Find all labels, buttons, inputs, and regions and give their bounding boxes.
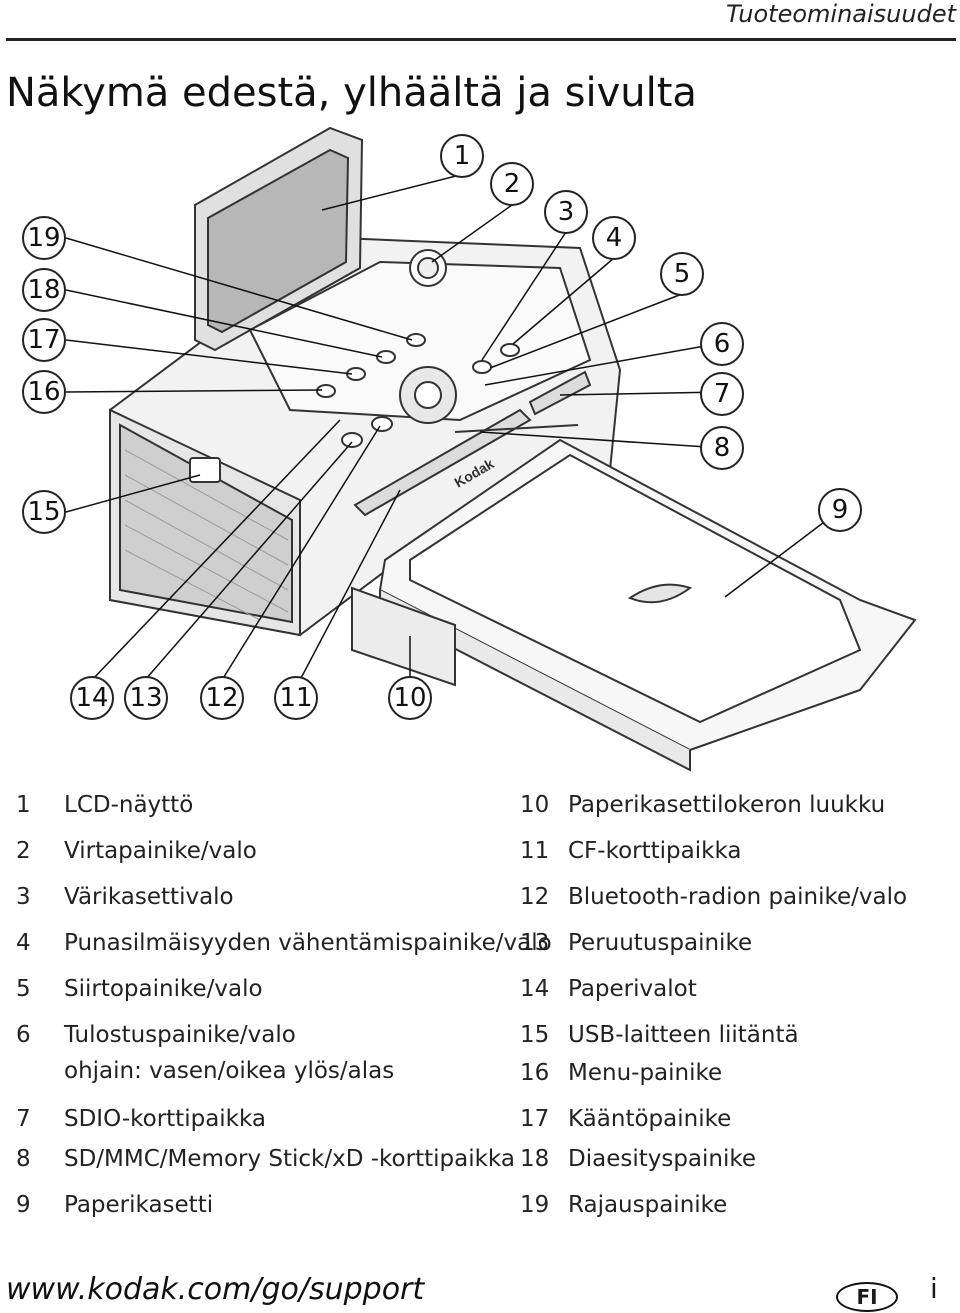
callout-17: 17	[22, 318, 66, 362]
callout-13: 13	[124, 676, 168, 720]
support-url[interactable]: www.kodak.com/go/support	[6, 1272, 425, 1307]
page-title: Näkymä edestä, ylhäältä ja sivulta	[6, 70, 697, 116]
legend-text: CF-korttipaikka	[568, 838, 742, 864]
printer-illustration: Kodak	[65, 126, 917, 772]
legend-text: Bluetooth-radion painike/valo	[568, 884, 908, 910]
legend-number: 13	[520, 930, 550, 956]
legend-number: 9	[16, 1192, 31, 1218]
legend-number: 16	[520, 1060, 550, 1086]
legend-text: Paperikasettilokeron luukku	[568, 792, 886, 818]
legend-text: Paperikasetti	[64, 1192, 214, 1218]
legend-number: 3	[16, 884, 31, 910]
legend-subtext: ohjain: vasen/oikea ylös/alas	[64, 1058, 395, 1084]
legend-text: USB-laitteen liitäntä	[568, 1022, 799, 1048]
legend-number: 5	[16, 976, 31, 1002]
page-number: i	[930, 1272, 938, 1305]
callout-18: 18	[22, 268, 66, 312]
usb-port	[189, 457, 221, 483]
legend-text: Punasilmäisyyden vähentämispainike/valo	[64, 930, 552, 956]
legend-text: Diaesityspainike	[568, 1146, 757, 1172]
callout-19: 19	[22, 216, 66, 260]
lcd-screen	[207, 148, 350, 334]
callout-8: 8	[700, 426, 744, 470]
callout-11: 11	[274, 676, 318, 720]
legend-text: LCD-näyttö	[64, 792, 194, 818]
cf-slot	[353, 408, 532, 517]
legend-text: SDIO-korttipaikka	[64, 1106, 267, 1132]
legend-text: Tulostuspainike/valo	[64, 1022, 296, 1048]
legend-text: Peruutuspainike	[568, 930, 753, 956]
legend-number: 2	[16, 838, 31, 864]
legend-number: 17	[520, 1106, 550, 1132]
legend-text: Paperivalot	[568, 976, 697, 1002]
callout-2: 2	[490, 162, 534, 206]
callout-16: 16	[22, 370, 66, 414]
callout-15: 15	[22, 490, 66, 534]
callout-14: 14	[70, 676, 114, 720]
callout-9: 9	[818, 488, 862, 532]
callout-12: 12	[200, 676, 244, 720]
legend-number: 8	[16, 1146, 31, 1172]
leader-lines	[65, 174, 841, 681]
legend-number: 6	[16, 1022, 31, 1048]
callout-1: 1	[440, 134, 484, 178]
callout-3: 3	[544, 190, 588, 234]
legend-number: 14	[520, 976, 550, 1002]
legend-text: Menu-painike	[568, 1060, 723, 1086]
sd-slot	[528, 370, 592, 416]
callout-7: 7	[700, 372, 744, 416]
language-badge: FI	[836, 1282, 898, 1312]
legend-text: Rajauspainike	[568, 1192, 728, 1218]
section-header: Tuoteominaisuudet	[726, 0, 956, 28]
legend-number: 7	[16, 1106, 31, 1132]
legend-number: 1	[16, 792, 31, 818]
legend-number: 15	[520, 1022, 550, 1048]
callout-4: 4	[592, 216, 636, 260]
legend-number: 18	[520, 1146, 550, 1172]
legend-number: 4	[16, 930, 31, 956]
tray-door	[351, 586, 456, 687]
callout-5: 5	[660, 252, 704, 296]
header-rule	[6, 38, 956, 41]
legend-number: 11	[520, 838, 550, 864]
legend-text: Siirtopainike/valo	[64, 976, 263, 1002]
legend-number: 12	[520, 884, 550, 910]
legend-text: Virtapainike/valo	[64, 838, 257, 864]
legend-text: Kääntöpainike	[568, 1106, 732, 1132]
legend-text: SD/MMC/Memory Stick/xD -korttipaikka	[64, 1146, 515, 1172]
printer-figure: Kodak 1 2 3 4 5 6 7 8 9	[0, 120, 960, 780]
callout-10: 10	[388, 676, 432, 720]
legend-number: 10	[520, 792, 550, 818]
legend-number: 19	[520, 1192, 550, 1218]
speaker-grille	[119, 423, 293, 624]
legend-text: Värikasettivalo	[64, 884, 234, 910]
callout-6: 6	[700, 322, 744, 366]
